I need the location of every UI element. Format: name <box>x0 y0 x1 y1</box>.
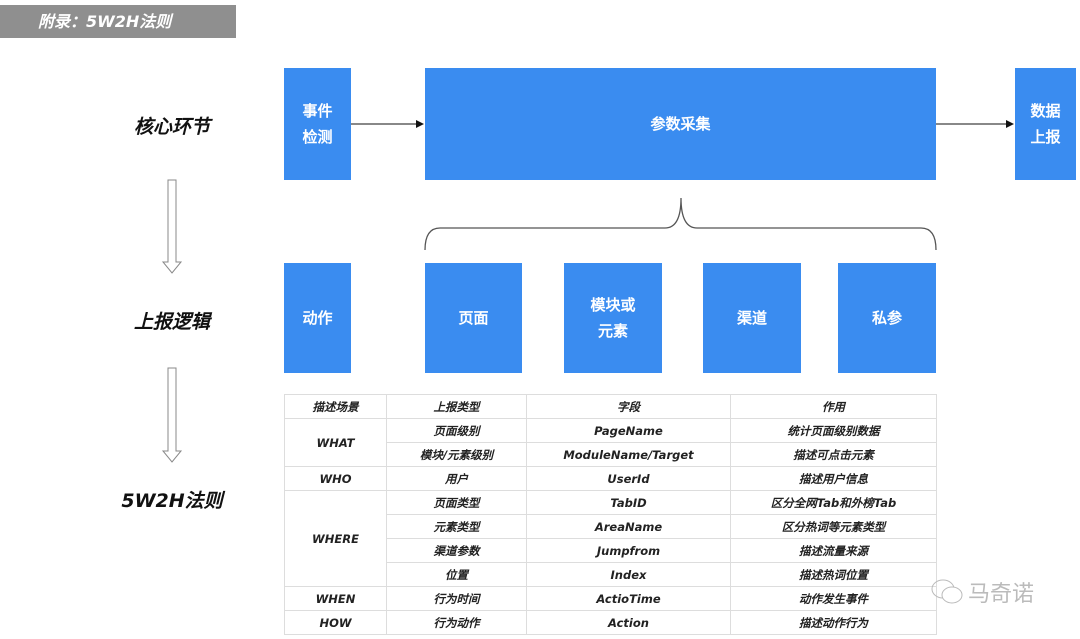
table-cell: 位置 <box>386 562 527 587</box>
table-cell: 描述热词位置 <box>730 562 937 587</box>
table-cell: 模块/元素级别 <box>386 442 527 467</box>
wechat-icon <box>931 579 963 604</box>
box-data-report: 数据 上报 <box>1015 68 1076 180</box>
table-cell: 页面级别 <box>386 418 527 443</box>
table-cell: 统计页面级别数据 <box>730 418 937 443</box>
box-page: 页面 <box>425 263 522 373</box>
table-cell: 区分全网Tab和外榜Tab <box>730 490 937 515</box>
table-cell: 描述可点击元素 <box>730 442 937 467</box>
table-cell: ActioTime <box>526 586 731 611</box>
brace <box>424 197 937 251</box>
table-cell: AreaName <box>526 514 731 539</box>
table-cell: 描述流量来源 <box>730 538 937 563</box>
table-cell: 行为动作 <box>386 610 527 635</box>
section-header: 附录：5W2H法则 <box>0 5 236 38</box>
table-cell: 元素类型 <box>386 514 527 539</box>
down-arrow-1 <box>161 179 183 274</box>
watermark: 马奇诺 <box>930 576 1034 608</box>
box-channel: 渠道 <box>703 263 801 373</box>
table-cell: 描述用户信息 <box>730 466 937 491</box>
table-cell: 描述动作行为 <box>730 610 937 635</box>
box-action: 动作 <box>284 263 351 373</box>
header-cell: 上报类型 <box>386 394 527 419</box>
table-cell: 区分热词等元素类型 <box>730 514 937 539</box>
table-header-row: 描述场景上报类型字段作用 <box>284 394 937 419</box>
table-cell: WHEN <box>284 586 387 611</box>
table-cell: HOW <box>284 610 387 635</box>
table-cell: 页面类型 <box>386 490 527 515</box>
header-cell: 字段 <box>526 394 731 419</box>
header-cell: 作用 <box>730 394 937 419</box>
table-cell: 行为时间 <box>386 586 527 611</box>
label-logic: 上报逻辑 <box>133 311 210 333</box>
box-event-detect: 事件 检测 <box>284 68 351 180</box>
table-cell: Index <box>526 562 731 587</box>
table-cell: 渠道参数 <box>386 538 527 563</box>
label-rule: 5W2H法则 <box>121 490 223 512</box>
label-core: 核心环节 <box>133 116 210 138</box>
table-cell: WHO <box>284 466 387 491</box>
table-cell: Action <box>526 610 731 635</box>
table-cell: TabID <box>526 490 731 515</box>
down-arrow-2 <box>161 367 183 463</box>
table-cell: 用户 <box>386 466 527 491</box>
table-cell: WHERE <box>284 490 387 587</box>
table-cell: PageName <box>526 418 731 443</box>
box-private: 私参 <box>838 263 936 373</box>
table-cell: UserId <box>526 466 731 491</box>
table-cell: WHAT <box>284 418 387 467</box>
watermark-text: 马奇诺 <box>968 582 1035 607</box>
table-cell: 动作发生事件 <box>730 586 937 611</box>
table-cell: Jumpfrom <box>526 538 731 563</box>
box-module: 模块或 元素 <box>564 263 662 373</box>
header-cell: 描述场景 <box>284 394 387 419</box>
box-param-collect: 参数采集 <box>425 68 936 180</box>
table-cell: ModuleName/Target <box>526 442 731 467</box>
